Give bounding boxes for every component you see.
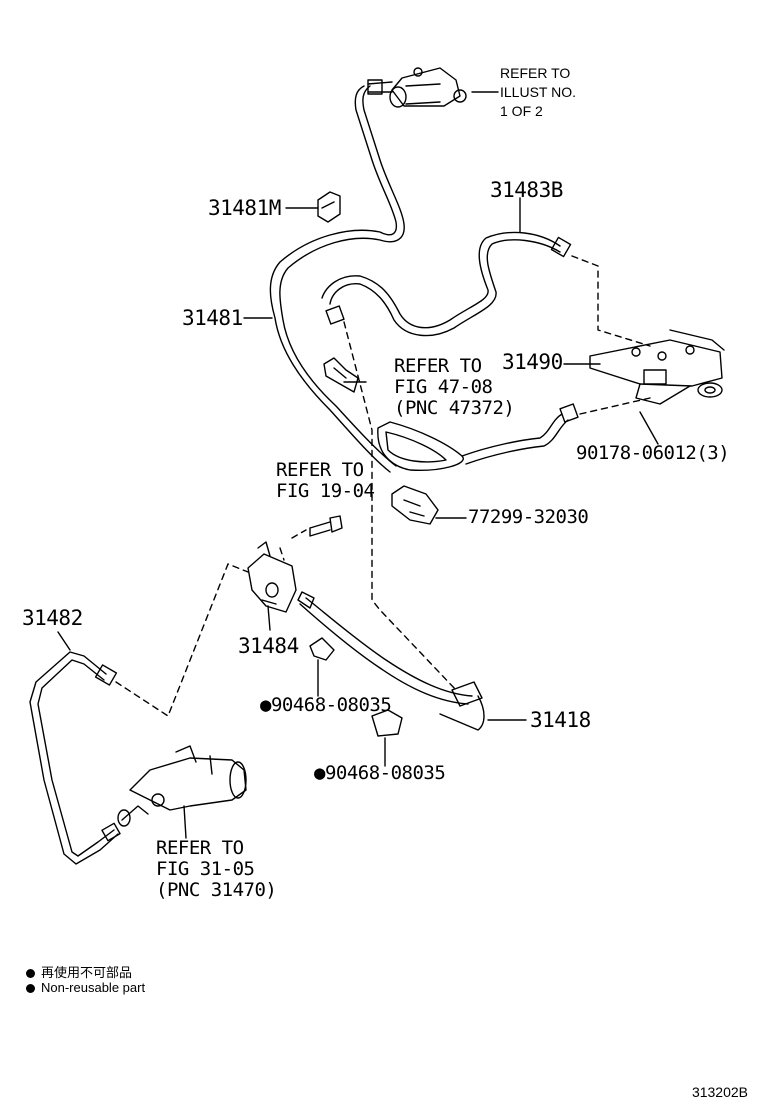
refer-19-line-2: FIG 19-04 bbox=[276, 479, 375, 502]
bracket-31490 bbox=[589, 329, 725, 405]
refer-47-line-2: FIG 47-08 bbox=[394, 375, 493, 398]
label-31484: 31484 bbox=[238, 634, 299, 658]
refer-31-line-3: (PNC 31470) bbox=[156, 878, 277, 901]
leader-lines bbox=[57, 91, 659, 839]
master-cylinder-fitting bbox=[367, 67, 467, 108]
bullet-icon bbox=[26, 984, 35, 994]
label-90468-08035-b: ●90468-08035 bbox=[314, 762, 446, 784]
tube-31483B bbox=[321, 231, 572, 337]
bullet-icon bbox=[26, 969, 35, 979]
bolt-fig-19-04 bbox=[309, 515, 343, 537]
legend-jp-text: 再使用不可部品 bbox=[41, 965, 133, 980]
refer-illust-line-2: ILLUST NO. bbox=[500, 83, 576, 100]
dashed-guides bbox=[115, 255, 651, 717]
nut-90178 bbox=[697, 382, 723, 398]
label-31482: 31482 bbox=[22, 606, 83, 630]
tube-to-bracket bbox=[377, 403, 579, 472]
refer-47-line-3: (PNC 47372) bbox=[394, 396, 515, 419]
label-31481M: 31481M bbox=[208, 196, 281, 220]
bracket-31484 bbox=[247, 541, 297, 613]
label-31483B: 31483B bbox=[490, 178, 563, 202]
refer-47-line-1: REFER TO bbox=[394, 355, 482, 377]
label-90178-06012: 90178-06012(3) bbox=[576, 442, 730, 464]
legend-en: Non-reusable part bbox=[26, 980, 145, 995]
label-31418: 31418 bbox=[530, 708, 591, 732]
refer-note-fig-31-05: REFER TO FIG 31-05 (PNC 31470) bbox=[156, 837, 277, 901]
legend-jp: 再使用不可部品 bbox=[26, 962, 132, 981]
legend-en-text: Non-reusable part bbox=[41, 980, 146, 995]
label-77299-32030: 77299-32030 bbox=[468, 506, 589, 528]
clip-31481M bbox=[317, 191, 341, 223]
tube-31481 bbox=[269, 85, 405, 473]
label-31490: 31490 bbox=[502, 350, 563, 374]
label-31481: 31481 bbox=[182, 306, 243, 330]
refer-illust-line-3: 1 OF 2 bbox=[500, 102, 543, 119]
clip-90468-a bbox=[309, 637, 335, 661]
refer-19-line-1: REFER TO bbox=[276, 459, 364, 481]
refer-illust-line-1: REFER TO bbox=[500, 65, 571, 81]
clip-fig-47-08 bbox=[323, 357, 359, 393]
refer-31-line-2: FIG 31-05 bbox=[156, 857, 255, 880]
hose-31418 bbox=[297, 591, 485, 731]
clip-90468-b bbox=[371, 709, 403, 737]
refer-note-fig-47-08: REFER TO FIG 47-08 (PNC 47372) bbox=[394, 355, 515, 419]
release-cylinder bbox=[117, 745, 247, 827]
refer-note-fig-19-04: REFER TO FIG 19-04 bbox=[276, 459, 375, 502]
label-90468-08035-a: ●90468-08035 bbox=[260, 694, 392, 716]
clamp-77299 bbox=[391, 485, 439, 525]
illustration-code: 313202B bbox=[691, 1084, 748, 1100]
tube-31482 bbox=[29, 651, 121, 865]
refer-31-line-1: REFER TO bbox=[156, 837, 244, 859]
refer-note-illust: REFER TO ILLUST NO. 1 OF 2 bbox=[500, 64, 576, 121]
